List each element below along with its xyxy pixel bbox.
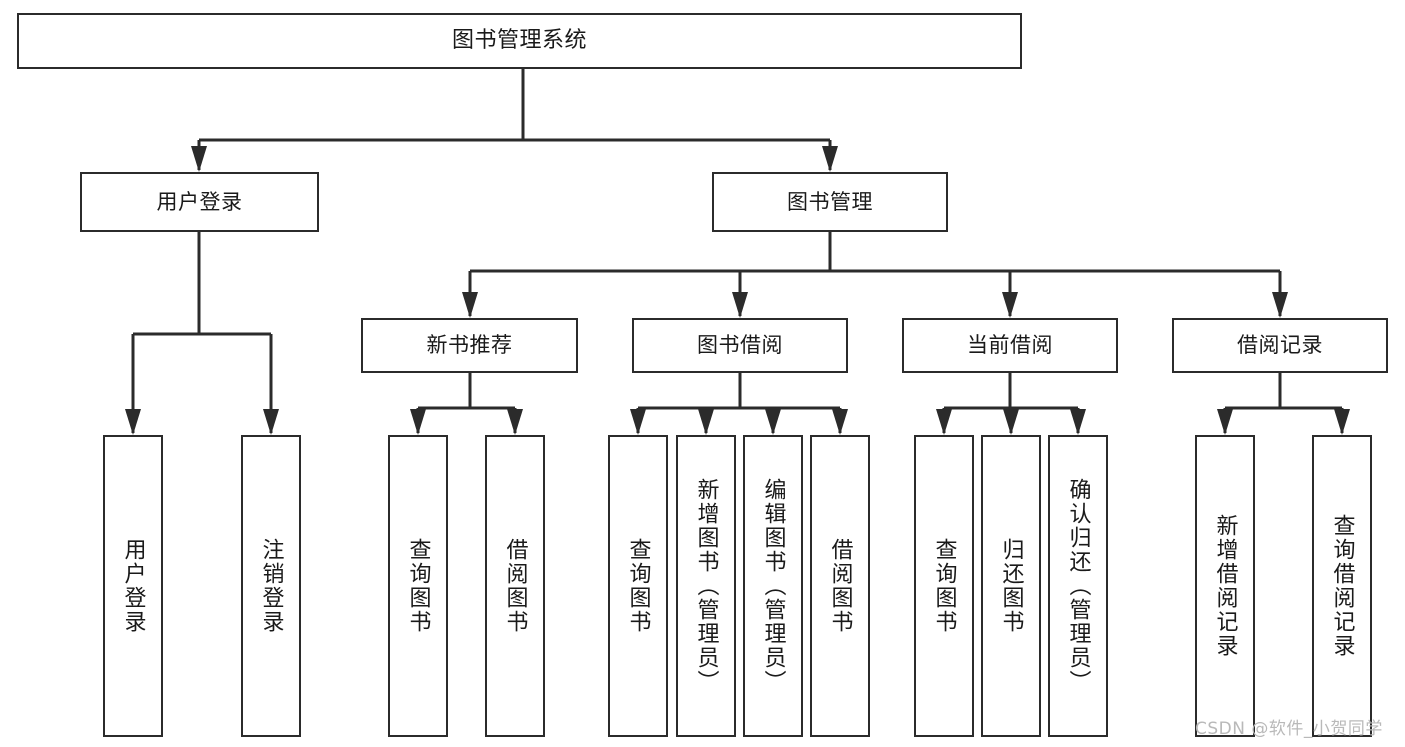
node-label: 用户登录 xyxy=(156,189,243,214)
node-label: 借阅图书 xyxy=(502,538,528,634)
node-book-borrow[interactable]: 图书借阅 xyxy=(632,318,848,373)
node-label: 归还图书 xyxy=(998,538,1024,634)
node-label: 确认归还（管理员） xyxy=(1065,478,1091,694)
leaf-borrow-book[interactable]: 借阅图书 xyxy=(810,435,870,737)
node-label: 借阅记录 xyxy=(1237,333,1323,358)
node-label: 注销登录 xyxy=(258,538,284,634)
node-label: 查询图书 xyxy=(625,538,651,634)
leaf-borrow-book-recommend[interactable]: 借阅图书 xyxy=(485,435,545,737)
node-label: 新书推荐 xyxy=(426,333,513,358)
node-label: 图书借阅 xyxy=(697,333,783,358)
leaf-return-book[interactable]: 归还图书 xyxy=(981,435,1041,737)
node-label: 查询图书 xyxy=(405,538,431,634)
leaf-query-book-current[interactable]: 查询图书 xyxy=(914,435,974,737)
node-borrow-record[interactable]: 借阅记录 xyxy=(1172,318,1388,373)
node-label: 图书管理 xyxy=(787,189,873,214)
node-label: 借阅图书 xyxy=(827,538,853,634)
leaf-logout[interactable]: 注销登录 xyxy=(241,435,301,737)
leaf-confirm-return-admin[interactable]: 确认归还（管理员） xyxy=(1048,435,1108,737)
leaf-query-borrow-record[interactable]: 查询借阅记录 xyxy=(1312,435,1372,737)
node-label: 用户登录 xyxy=(120,538,146,634)
node-book-manage[interactable]: 图书管理 xyxy=(712,172,948,232)
leaf-add-borrow-record[interactable]: 新增借阅记录 xyxy=(1195,435,1255,737)
node-label: 查询借阅记录 xyxy=(1329,514,1355,658)
csdn-watermark: CSDN @软件_小贺同学 xyxy=(1195,719,1383,739)
node-root[interactable]: 图书管理系统 xyxy=(17,13,1022,69)
leaf-add-book-admin[interactable]: 新增图书（管理员） xyxy=(676,435,736,737)
leaf-query-book-recommend[interactable]: 查询图书 xyxy=(388,435,448,737)
node-label: 查询图书 xyxy=(931,538,957,634)
node-current-borrow[interactable]: 当前借阅 xyxy=(902,318,1118,373)
node-label: 图书管理系统 xyxy=(451,28,587,54)
leaf-query-book-borrow[interactable]: 查询图书 xyxy=(608,435,668,737)
node-user-login[interactable]: 用户登录 xyxy=(80,172,319,232)
node-label: 当前借阅 xyxy=(967,333,1053,358)
leaf-user-login[interactable]: 用户登录 xyxy=(103,435,163,737)
node-new-book-recommend[interactable]: 新书推荐 xyxy=(361,318,578,373)
node-label: 新增借阅记录 xyxy=(1212,514,1238,658)
node-label: 编辑图书（管理员） xyxy=(760,478,786,694)
node-label: 新增图书（管理员） xyxy=(693,478,719,694)
leaf-edit-book-admin[interactable]: 编辑图书（管理员） xyxy=(743,435,803,737)
